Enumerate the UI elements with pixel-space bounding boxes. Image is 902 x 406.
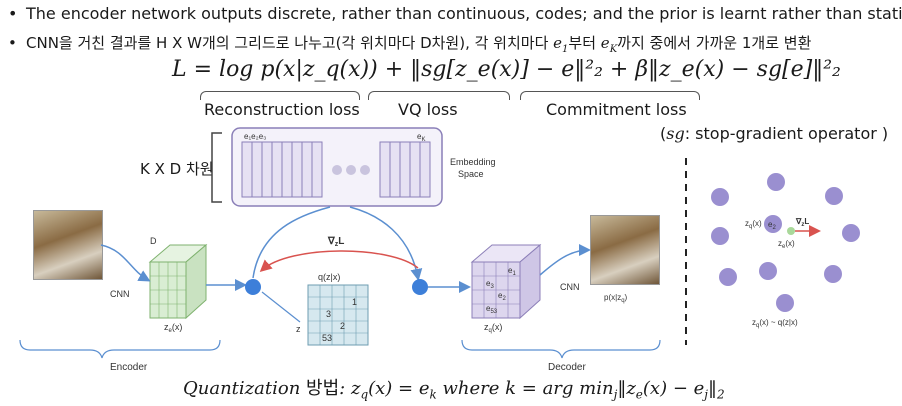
bullet-text-2-mid: 부터 (568, 34, 601, 52)
kxd-dimension-label: K X D 차원 (140, 160, 214, 178)
pxz-label: p(x|zq) (604, 293, 628, 304)
decoder-to-output-arrow (539, 244, 591, 276)
encoder-cube (148, 243, 208, 320)
decoder-e53: e53 (486, 304, 498, 315)
bullet-dot-icon: • (8, 4, 18, 23)
cnn-right-label: CNN (560, 282, 580, 292)
qzx-label: q(z|x) (318, 272, 340, 282)
vq-brace (368, 91, 510, 100)
right-zq-label: zq(x) (745, 219, 762, 230)
gradient-label: ∇zL (327, 236, 344, 248)
node-to-grid-line (261, 291, 301, 323)
right-e2-label: e2 (768, 220, 776, 231)
decoder-cube (470, 243, 542, 320)
ek-label: eK (417, 132, 425, 143)
node-to-embedding-line (252, 206, 331, 279)
right-ze-label: ze(x) (778, 239, 795, 250)
cnn-left-label: CNN (110, 289, 130, 299)
right-grad-label: ∇zL (795, 217, 809, 228)
encoder-label: Encoder (110, 362, 148, 373)
ellipsis-dot-1 (332, 165, 342, 175)
qzx-grid (307, 284, 369, 346)
bullet-text-2-suffix: 까지 중에서 가까운 1개로 변환 (617, 34, 812, 52)
right-bottom-label: zq(x) ~ q(z|x) (752, 318, 798, 329)
quantization-formula: Quantization 방법: zq(x) = ek where k = ar… (183, 378, 725, 402)
ze-point (787, 227, 795, 235)
ek-symbol: eK (600, 34, 618, 55)
reconstruction-loss-label: Reconstruction loss (204, 100, 360, 119)
e1e2e3-label: e₁e₂e₃ (244, 132, 266, 141)
ellipsis-dot-2 (346, 165, 356, 175)
decoder-e1: e1 (508, 266, 516, 277)
embedding-vectors-right (379, 141, 431, 198)
z-label: z (296, 324, 301, 334)
kxd-bracket (211, 132, 222, 203)
e1-symbol: e1 (553, 34, 569, 55)
grid-value-53: 53 (322, 333, 332, 343)
embedding-vectors-left (241, 141, 323, 198)
decoder-bracket (461, 339, 661, 359)
bullet-line-1: • The encoder network outputs discrete, r… (8, 4, 902, 24)
commitment-loss-label: Commitment loss (546, 100, 687, 119)
left-node (245, 279, 261, 295)
bullet-line-2: • CNN을 거친 결과를 H X W개의 그리드로 나누고(각 위치마다 D차원… (8, 33, 811, 60)
ellipsis-dot-3 (360, 165, 370, 175)
stop-gradient-note: (sg: stop-gradient operator ) (660, 124, 889, 143)
embedding-dots (711, 173, 860, 312)
bullet-text-1: The encoder network outputs discrete, ra… (26, 4, 902, 23)
decoder-e2: e2 (498, 291, 506, 302)
input-dog-image (33, 210, 103, 280)
bullet-text-2-prefix: CNN을 거친 결과를 H X W개의 그리드로 나누고(각 위치마다 D차원)… (26, 34, 554, 52)
encoder-bracket (19, 339, 221, 359)
vq-loss-label: VQ loss (398, 100, 458, 119)
loss-formula: L = log p(x|z_q(x)) + ‖sg[z_e(x)] − e‖²₂… (172, 57, 841, 82)
gradient-arrow (259, 250, 419, 272)
input-arrow (100, 244, 151, 282)
embedding-to-node-line (349, 206, 423, 281)
commitment-brace (520, 91, 700, 100)
decoder-label: Decoder (548, 362, 586, 373)
right-node (412, 279, 428, 295)
embedding-label-1: Embedding (450, 157, 496, 167)
bullet-dot-icon: • (8, 34, 17, 52)
zq-label: zq(x) (484, 322, 502, 334)
embedding-label-2: Space (458, 169, 484, 179)
reconstruction-brace (200, 91, 360, 100)
ze-label: ze(x) (164, 322, 182, 334)
grid-value-1: 1 (352, 297, 357, 307)
decoder-e3: e3 (486, 279, 494, 290)
grid-value-2: 2 (340, 321, 345, 331)
grid-value-3: 3 (326, 309, 331, 319)
d-label: D (150, 236, 157, 246)
